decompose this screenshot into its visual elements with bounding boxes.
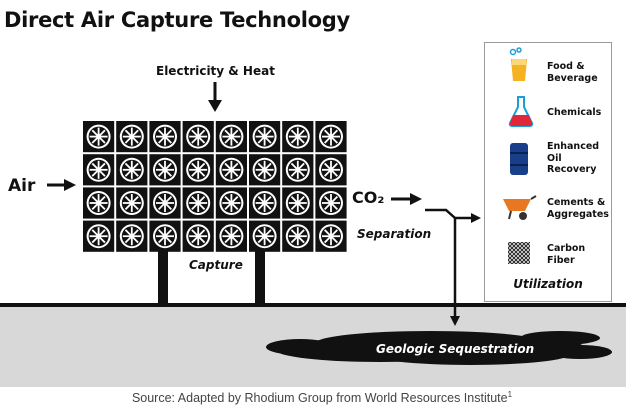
energy-arrow bbox=[208, 82, 222, 112]
utilization-item-carbon-fiber: Carbon Fiber bbox=[547, 243, 586, 266]
utilization-item-food: Food & Beverage bbox=[547, 61, 598, 84]
fan-unit bbox=[182, 121, 214, 153]
fan-unit bbox=[315, 220, 347, 252]
fan-unit bbox=[282, 187, 314, 219]
fan-unit bbox=[83, 220, 115, 252]
energy-input-label: Electricity & Heat bbox=[156, 64, 275, 78]
fan-unit bbox=[116, 220, 148, 252]
fan-unit bbox=[116, 187, 148, 219]
fan-unit bbox=[249, 121, 281, 153]
capture-label: Capture bbox=[189, 258, 243, 272]
utilization-item-chemicals: Chemicals bbox=[547, 107, 602, 118]
co2-label: CO₂ bbox=[352, 188, 385, 207]
utilization-title: Utilization bbox=[513, 277, 583, 291]
fan-unit bbox=[315, 154, 347, 186]
fan-unit bbox=[149, 121, 181, 153]
fan-array bbox=[83, 121, 347, 252]
source-caption: Source: Adapted by Rhodium Group from Wo… bbox=[0, 390, 644, 405]
pipeline bbox=[425, 208, 481, 326]
fan-unit bbox=[315, 121, 347, 153]
fan-unit bbox=[116, 154, 148, 186]
support-leg-left bbox=[158, 246, 168, 306]
support-leg-right bbox=[255, 246, 265, 306]
fan-unit bbox=[149, 154, 181, 186]
utilization-item-cements: Cements & Aggregates bbox=[547, 197, 609, 220]
fan-unit bbox=[282, 220, 314, 252]
fan-unit bbox=[215, 187, 247, 219]
fan-unit bbox=[83, 187, 115, 219]
fan-unit bbox=[249, 187, 281, 219]
fan-unit bbox=[215, 154, 247, 186]
carbon-fiber-icon bbox=[508, 242, 530, 264]
fan-unit bbox=[282, 121, 314, 153]
fan-unit bbox=[116, 121, 148, 153]
fan-unit bbox=[83, 154, 115, 186]
fan-unit bbox=[83, 121, 115, 153]
fan-unit bbox=[315, 187, 347, 219]
fan-unit bbox=[215, 220, 247, 252]
fan-unit bbox=[149, 220, 181, 252]
fan-unit bbox=[249, 154, 281, 186]
separation-label: Separation bbox=[357, 227, 432, 241]
wheelbarrow-icon bbox=[503, 195, 537, 220]
flask-icon bbox=[508, 96, 534, 127]
fan-unit bbox=[182, 154, 214, 186]
air-input-label: Air bbox=[8, 176, 36, 196]
co2-arrow bbox=[391, 193, 422, 205]
air-arrow bbox=[47, 179, 76, 191]
source-footnote: 1 bbox=[507, 390, 513, 399]
fan-unit bbox=[149, 187, 181, 219]
oil-barrel-icon bbox=[510, 143, 528, 175]
fan-unit bbox=[182, 187, 214, 219]
fan-unit bbox=[249, 220, 281, 252]
fan-unit bbox=[182, 220, 214, 252]
utilization-item-oil-recovery: Enhanced Oil Recovery bbox=[547, 141, 600, 175]
sequestration-label: Geologic Sequestration bbox=[376, 342, 535, 356]
geologic-formation bbox=[266, 331, 612, 365]
fan-unit bbox=[215, 121, 247, 153]
diagram-title: Direct Air Capture Technology bbox=[4, 8, 350, 32]
source-text: Source: Adapted by Rhodium Group from Wo… bbox=[131, 391, 508, 406]
glass-icon bbox=[509, 47, 527, 81]
utilization-panel: Food & Beverage Chemicals Enhanced Oil R… bbox=[484, 42, 612, 302]
fan-unit bbox=[282, 154, 314, 186]
